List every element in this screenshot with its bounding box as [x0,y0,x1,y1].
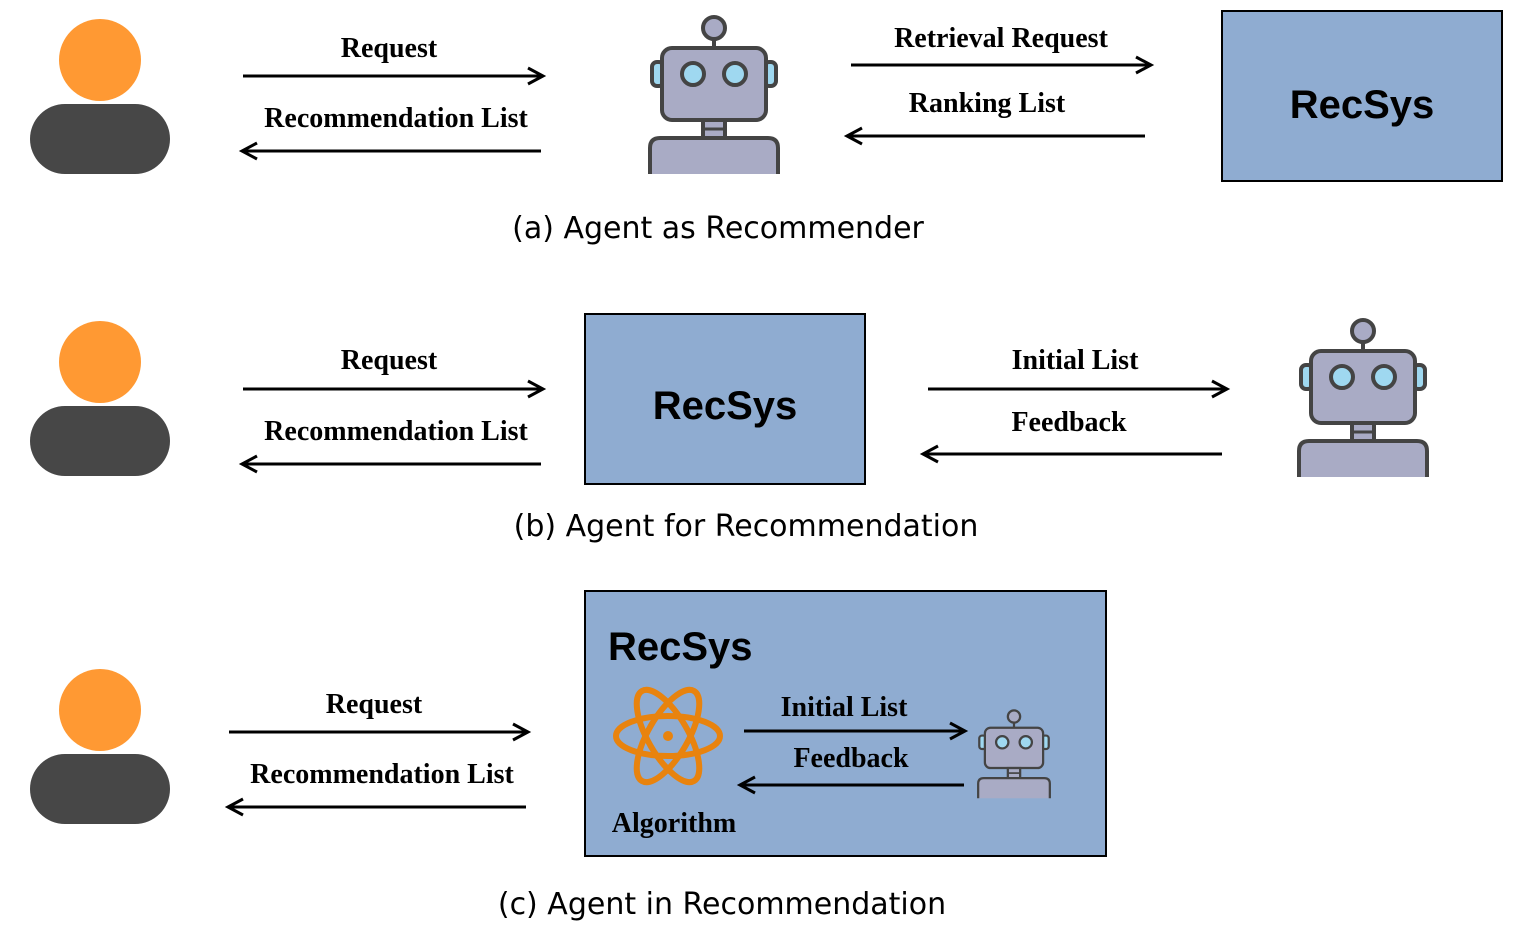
recommendation-list-label: Recommendation List [264,103,528,134]
panel-a: Request Recommendation List Retrieval Re… [30,10,1503,246]
initial-list-label: Initial List [1012,345,1139,376]
request-arrow [243,66,547,86]
request-arrow [229,722,532,742]
user-person-icon [30,669,170,824]
caption-a: (a) Agent as Recommender [512,211,924,246]
recommendation-list-arrow [224,797,526,817]
ranking-list-label: Ranking List [909,88,1066,119]
atom-icon [613,686,723,786]
recsys-box [584,313,866,485]
request-label: Request [341,345,438,376]
panel-b: Request Recommendation List RecSys Initi… [30,313,1429,544]
feedback-label: Feedback [793,743,909,774]
recommendation-list-arrow [238,141,541,161]
initial-list-arrow [928,379,1231,399]
initial-list-label: Initial List [781,692,908,723]
caption-b: (b) Agent for Recommendation [514,509,979,544]
recsys-label: RecSys [608,625,753,669]
retrieval-request-label: Retrieval Request [894,23,1109,54]
agent-robot-icon [1297,318,1429,479]
recsys-label: RecSys [653,384,798,428]
retrieval-request-arrow [851,55,1155,75]
agent-robot-icon [648,15,780,176]
recommendation-list-label: Recommendation List [250,759,514,790]
request-arrow [243,379,547,399]
recsys-box [1221,10,1503,182]
recommendation-list-label: Recommendation List [264,416,528,447]
request-label: Request [341,33,438,64]
user-person-icon [30,19,170,174]
feedback-arrow [736,775,964,795]
recsys-container-box [584,590,1107,857]
caption-c: (c) Agent in Recommendation [498,887,946,922]
user-person-icon [30,321,170,476]
algorithm-label: Algorithm [612,808,736,839]
recommendation-list-arrow [238,454,541,474]
recsys-label: RecSys [1290,83,1435,127]
request-label: Request [326,689,423,720]
feedback-label: Feedback [1011,407,1127,438]
initial-list-arrow [744,721,969,741]
ranking-list-arrow [843,126,1145,146]
panel-c: Request Recommendation List RecSys Algor… [30,590,1107,922]
feedback-arrow [919,444,1222,464]
